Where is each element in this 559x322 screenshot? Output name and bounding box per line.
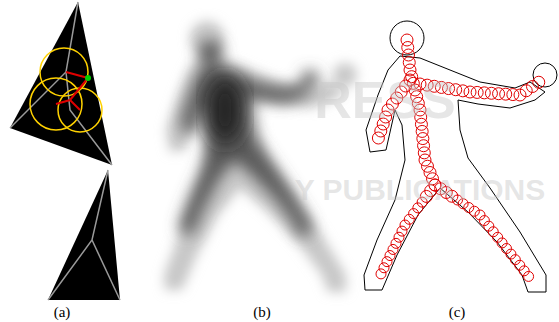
distance-map: [164, 21, 357, 292]
medial-circle: [376, 269, 386, 279]
medial-circle: [372, 132, 384, 144]
panel-label: (c): [449, 304, 466, 321]
medial-circle: [507, 89, 519, 101]
medial-circle: [478, 87, 490, 99]
medial-circle: [388, 244, 398, 254]
medial-circle: [493, 88, 505, 100]
medial-circle: [382, 257, 392, 267]
medial-circle: [471, 86, 483, 98]
medial-circle: [400, 220, 410, 230]
medial-circle: [469, 206, 479, 216]
medial-circle: [385, 251, 395, 261]
medial-circle: [394, 232, 404, 242]
watermark: RESS: [314, 70, 456, 130]
panel-label: (b): [253, 304, 271, 321]
medial-circle: [397, 226, 407, 236]
triangle-panel: [10, 2, 120, 300]
medial-circle: [533, 76, 545, 88]
watermark: Y PUBLICATIONS: [295, 173, 546, 207]
medial-circle: [524, 271, 534, 281]
panel-label: (a): [54, 304, 71, 321]
medial-circle: [391, 238, 401, 248]
medial-circle: [379, 263, 389, 273]
medial-circle: [464, 86, 476, 98]
medial-circle: [485, 87, 497, 99]
medial-circle: [500, 88, 512, 100]
shape-outline: [364, 21, 557, 292]
